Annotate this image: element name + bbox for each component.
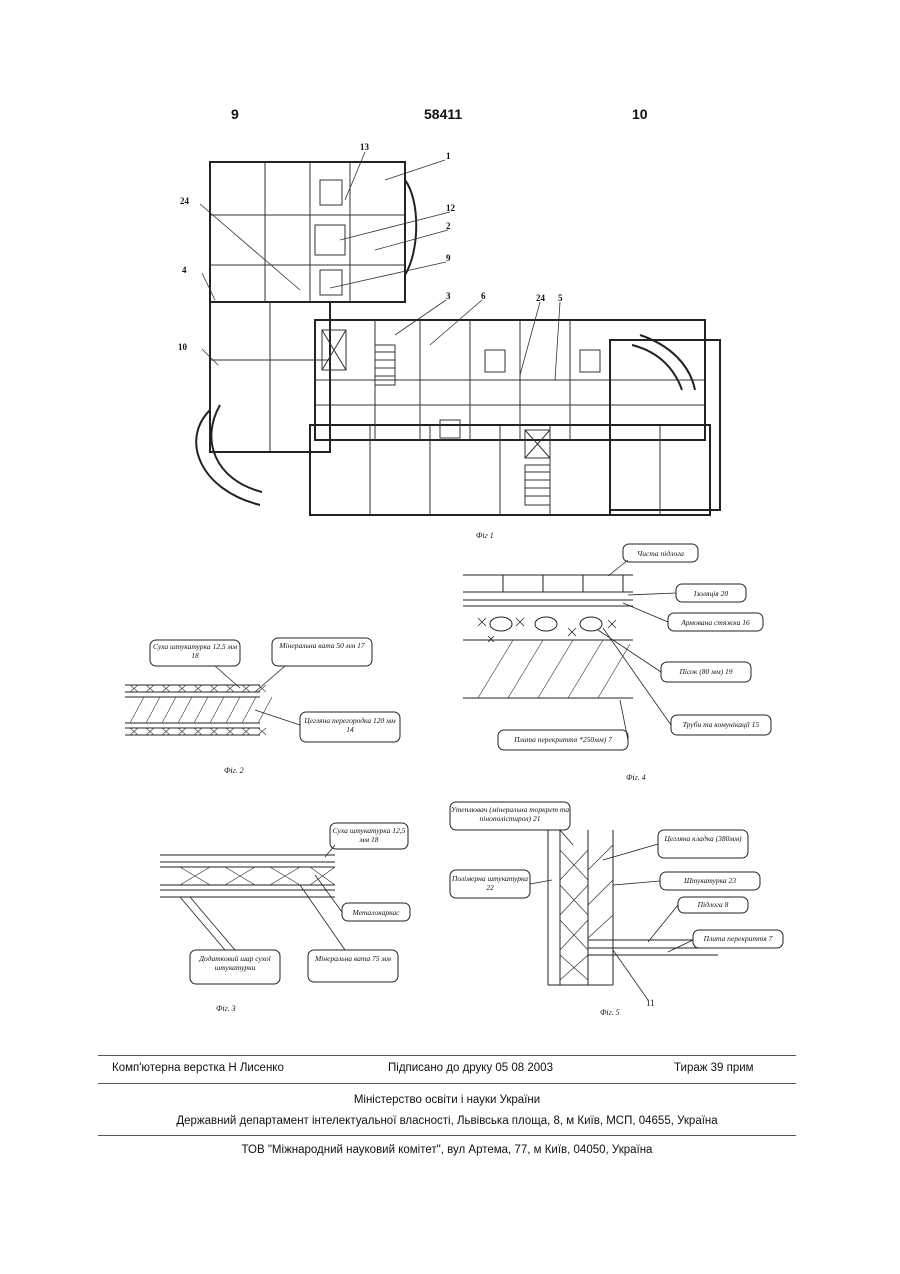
fig5-callout-insulation: Утеплювач (мінеральна торкрет та пінопол… [450,805,570,823]
fig4-callout-insulation: Ізоляція 20 [676,589,746,598]
fig3-callout-metal-frame: Металокаркас [342,908,410,917]
fig4-callout-floor-slab: Плита перекриття *250мм) 7 [498,735,628,744]
fig2-callout-mineral-wool: Мінеральна вата 50 мм 17 [272,641,372,650]
fig1-label-13: 13 [360,142,369,152]
fig4-callout-clean-floor: Чиста підлога [623,549,698,558]
footer-ministry: Міністерство освіти і науки України [98,1094,796,1106]
fig4-callout-sand: Пісок (80 мм) 19 [661,667,751,676]
fig3-callout-mineral-wool: Мінеральна вата 75 мм [308,954,398,963]
fig1-label-12: 12 [446,203,455,213]
figure-5-caption: Фіг. 5 [600,1008,620,1017]
footer-rule-middle [98,1083,796,1084]
footer-department: Державний департамент інтелектуальної вл… [98,1115,796,1127]
fig5-callout-plaster: Штукатурка 23 [660,876,760,885]
fig1-label-24: 24 [180,196,189,206]
footer-rule-top [98,1055,796,1056]
fig5-callout-floor: Підлога 8 [678,900,748,909]
fig1-label-3: 3 [446,291,451,301]
floor-plan-drawing [170,140,730,540]
fig3-callout-extra-layer: Додатковий шар сухої штукатурки [190,954,280,972]
figure-1-floor-plan: 13 1 24 12 2 9 4 3 6 24 5 10 [170,140,730,540]
fig5-label-11: 11 [646,998,655,1008]
fig1-label-2: 2 [446,221,451,231]
fig4-callout-pipes: Труби та комунікації 15 [671,720,771,729]
footer-rule-bottom [98,1135,796,1136]
page-number-left: 9 [231,106,239,122]
fig1-label-9: 9 [446,253,451,263]
fig5-callout-floor-slab: Плита перекриття 7 [693,934,783,943]
figure-2-partition: Суха штукатурка 12,5 мм 18 Мінеральна ва… [120,630,410,760]
figure-2-caption: Фіг. 2 [224,766,244,775]
figure-5-wall-section: Утеплювач (мінеральна торкрет та пінопол… [448,800,788,1015]
fig1-label-4: 4 [182,265,187,275]
figure-3-caption: Фіг. 3 [216,1004,236,1013]
figure-4-floor-section: Чиста підлога Ізоляція 20 Армована стяжк… [458,540,788,780]
fig1-label-24b: 24 [536,293,545,303]
fig2-callout-brick-partition: Цегляна перегородка 120 мм 14 [300,716,400,734]
page-number-right: 10 [632,106,648,122]
document-number: 58411 [424,106,462,122]
footer-circulation: Тираж 39 прим [674,1062,754,1074]
footer-signed-date: Підписано до друку 05 08 2003 [388,1062,553,1074]
figure-3-partition: Суха штукатурка 12,5 мм 18 Металокаркас … [150,815,415,995]
figure-4-caption: Фіг. 4 [626,773,646,782]
fig3-callout-dry-plaster: Суха штукатурка 12,5 мм 18 [330,826,408,844]
figure-1-caption: Фіг 1 [476,531,494,540]
fig1-label-1: 1 [446,151,451,161]
fig2-callout-dry-plaster: Суха штукатурка 12,5 мм 18 [150,642,240,660]
fig4-callout-reinforced-screed: Армована стяжка 16 [668,618,763,627]
fig1-label-5: 5 [558,293,563,303]
floor-section-drawing [458,540,788,780]
fig1-label-6: 6 [481,291,486,301]
footer-company: ТОВ "Міжнародний науковий комітет", вул … [98,1144,796,1156]
fig1-label-10: 10 [178,342,187,352]
fig5-callout-brick-masonry: Цегляна кладка (380мм) [658,834,748,843]
footer-layout-credit: Комп'ютерна верстка Н Лисенко [112,1062,284,1074]
fig5-callout-polymer-plaster: Полімерна штукатурка 22 [450,874,530,892]
